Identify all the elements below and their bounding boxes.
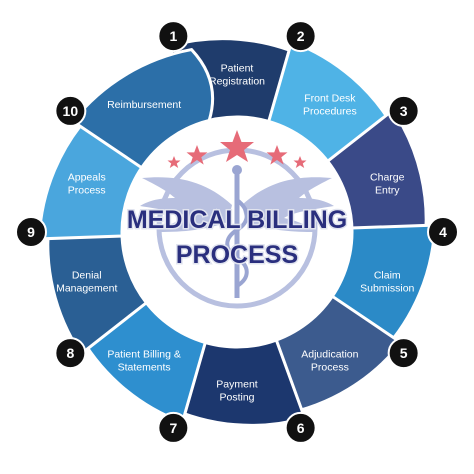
- step-number-badge: 2: [284, 20, 317, 53]
- stars: [167, 130, 307, 168]
- badge-circle: [15, 216, 47, 248]
- step-number-badge: 7: [157, 411, 190, 444]
- badge-circle: [387, 337, 420, 370]
- badge-circle: [284, 411, 317, 444]
- step-number: 6: [297, 420, 305, 436]
- step-segment: Reimbursement: [70, 47, 215, 170]
- badge-circle: [157, 20, 190, 53]
- step-number-badge: 10: [54, 94, 87, 127]
- badge-circle: [427, 216, 459, 248]
- step-label: Entry: [375, 185, 400, 197]
- step-label: Management: [56, 282, 117, 294]
- step-label: Claim: [374, 269, 401, 281]
- step-number-badge: 6: [284, 411, 317, 444]
- step-number-badge: 4: [427, 216, 459, 248]
- small-star-icon: [293, 156, 307, 168]
- step-label: Process: [311, 361, 349, 373]
- badge-circle: [54, 94, 87, 127]
- step-label: Procedures: [303, 106, 357, 118]
- step-number-badge: 3: [387, 94, 420, 127]
- step-number: 3: [400, 103, 408, 119]
- badge-circle: [157, 411, 190, 444]
- step-label: Adjudication: [301, 348, 358, 360]
- staff-top-icon: [232, 165, 242, 175]
- step-label: Process: [68, 185, 106, 197]
- step-number: 1: [169, 28, 177, 44]
- snake-icon: [225, 198, 249, 288]
- step-label: Payment: [216, 379, 258, 391]
- title: MEDICAL BILLING PROCESS: [125, 205, 348, 271]
- step-segment-shape: [70, 47, 215, 170]
- step-number-badge: 9: [15, 216, 47, 248]
- step-number: 8: [66, 345, 74, 361]
- step-number: 2: [297, 28, 305, 44]
- step-label: Charge: [370, 172, 405, 184]
- step-number-badges: 1 2 3 4 5 6 7 8 9 10: [15, 20, 459, 444]
- star-icon: [266, 145, 288, 165]
- title-line-1: MEDICAL BILLING: [127, 206, 347, 234]
- step-label: Patient: [221, 63, 254, 75]
- step-label: Reimbursement: [107, 99, 181, 111]
- step-label: Denial: [72, 269, 102, 281]
- left-wing-icon: [140, 177, 232, 232]
- caduceus-emblem: [140, 130, 334, 309]
- step-number-badge: 8: [54, 337, 87, 370]
- step-label: Appeals: [68, 172, 106, 184]
- step-label: Submission: [360, 282, 414, 294]
- step-number: 10: [63, 103, 79, 119]
- step-label: Posting: [219, 392, 254, 404]
- badge-circle: [54, 337, 87, 370]
- badge-circle: [387, 94, 420, 127]
- star-icon: [186, 145, 208, 165]
- step-label: Statements: [118, 361, 171, 373]
- step-label: Patient Billing &: [107, 348, 181, 360]
- step-label: Front Desk: [304, 93, 356, 105]
- step-number-badge: 1: [157, 20, 190, 53]
- badge-circle: [284, 20, 317, 53]
- step-number: 5: [400, 345, 408, 361]
- large-star-icon: [220, 130, 254, 162]
- step-number-badge: 5: [387, 337, 420, 370]
- title-line-2: PROCESS: [176, 241, 298, 269]
- step-number: 4: [439, 224, 447, 240]
- small-star-icon: [167, 156, 181, 168]
- step-number: 9: [27, 224, 35, 240]
- right-wing-icon: [242, 177, 334, 232]
- step-number: 7: [169, 420, 177, 436]
- step-label: Registration: [209, 76, 265, 88]
